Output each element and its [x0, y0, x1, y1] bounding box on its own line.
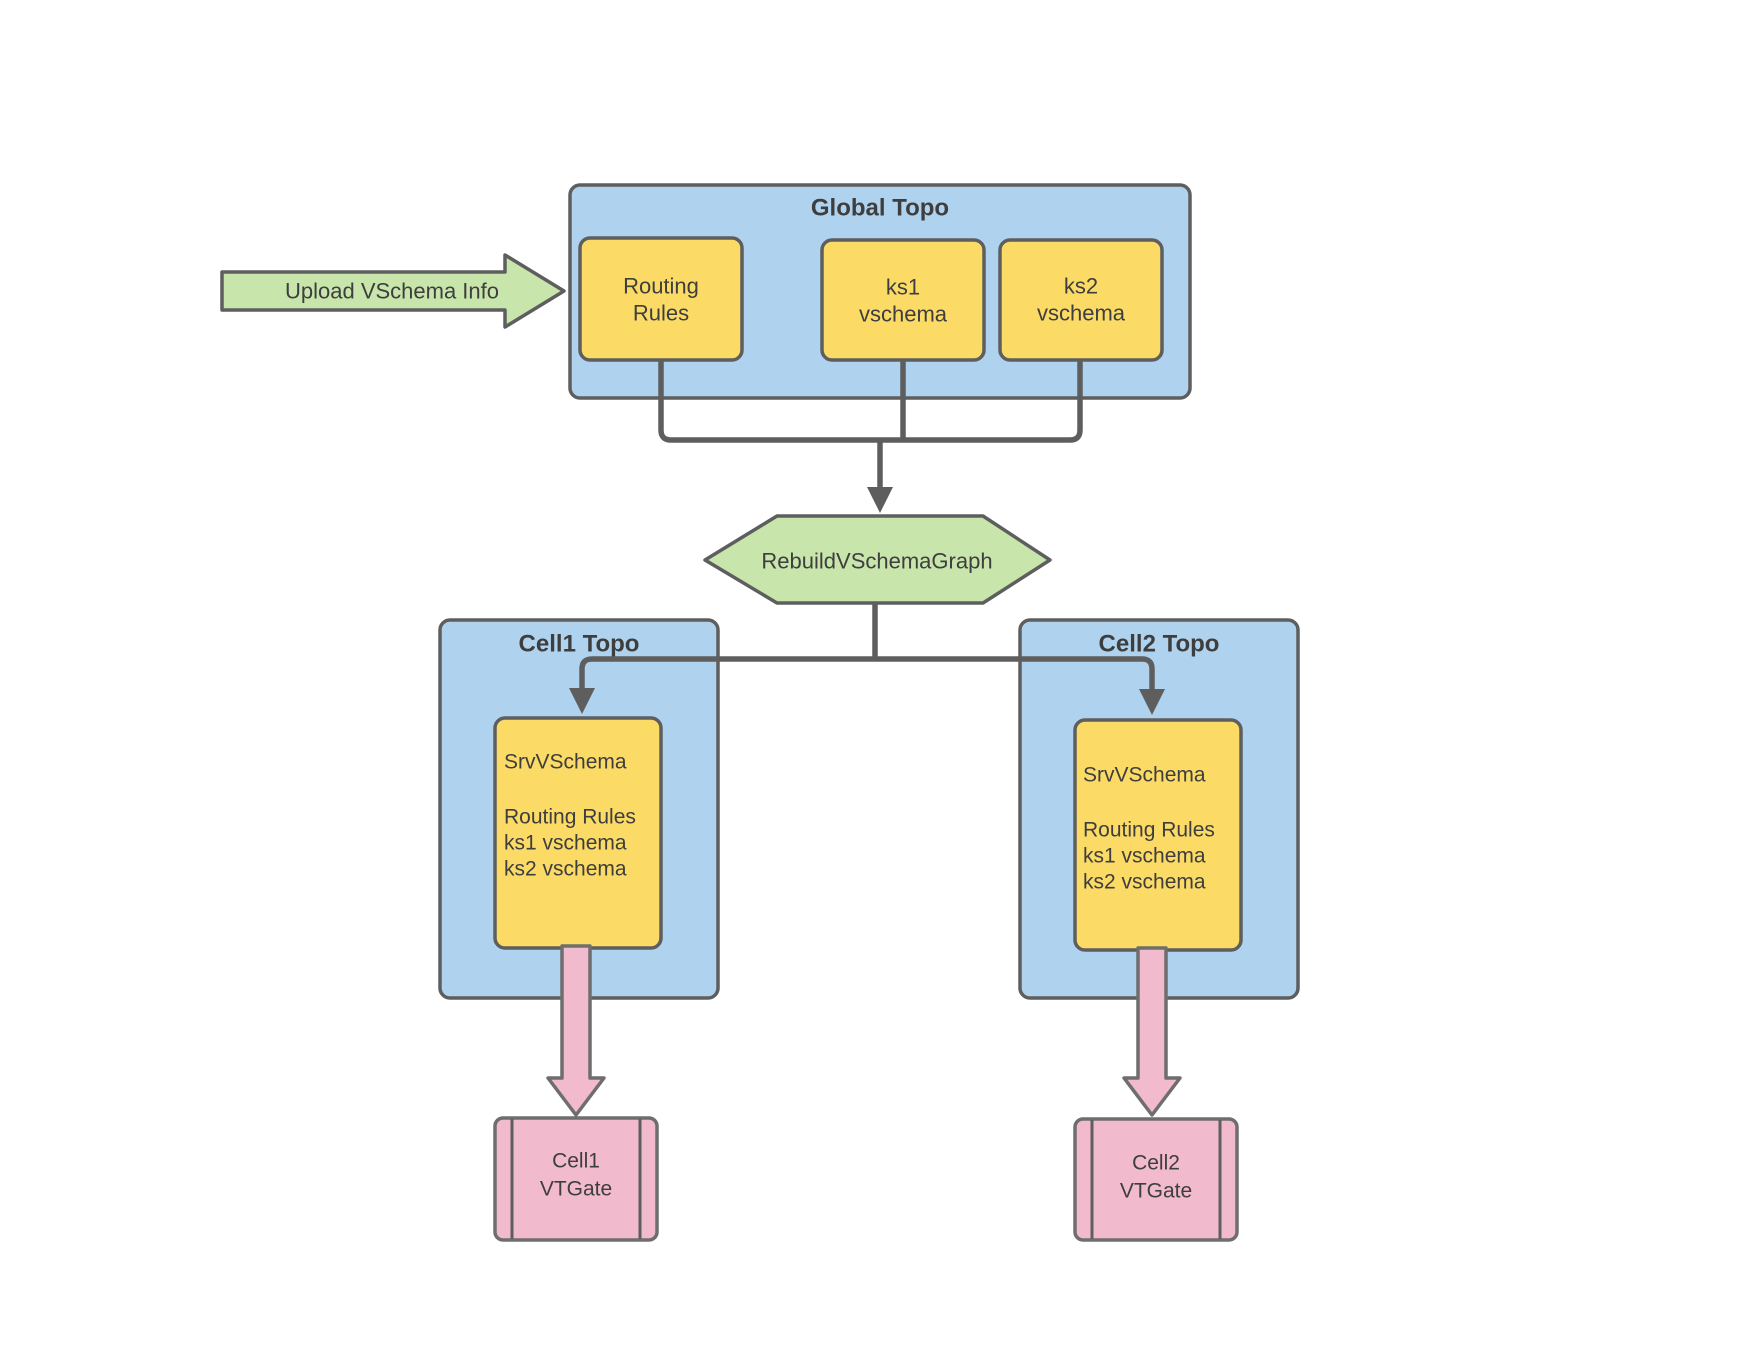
topo-to-rebuild-connector — [658, 360, 1083, 513]
global-topo-container: Global Topo Routing Rules ks1 vschema ks… — [568, 183, 1192, 400]
cell2-srvvschema-heading: SrvVSchema — [1083, 764, 1206, 787]
down-arrowhead — [569, 688, 595, 714]
upload-arrow-label: Upload VSchema Info — [285, 279, 499, 304]
ks2-vschema-node: ks2 vschema — [998, 238, 1164, 362]
down-arrowhead — [1139, 689, 1165, 715]
cell1-srvvschema-item: ks2 vschema — [504, 858, 627, 881]
cell1-vtgate-node: Cell1 VTGate — [493, 1116, 659, 1242]
cell1-vtgate-label: VTGate — [540, 1178, 612, 1201]
cell2-vtgate-node: Cell2 VTGate — [1073, 1117, 1239, 1242]
ks1-vschema-label: vschema — [859, 302, 948, 327]
cell2-srvvschema-item: ks1 vschema — [1083, 845, 1206, 868]
cell2-srvvschema-item: ks2 vschema — [1083, 871, 1206, 894]
routing-rules-label: Routing — [623, 274, 699, 299]
cell2-vtgate-arrow — [1122, 946, 1182, 1117]
ks2-vschema-label: vschema — [1037, 301, 1126, 326]
rebuild-vschema-label: RebuildVSchemaGraph — [761, 549, 992, 574]
cell2-vtgate-label: Cell2 — [1132, 1152, 1180, 1175]
cell1-vtgate-arrow — [546, 944, 606, 1117]
ks1-vschema-label: ks1 — [886, 275, 920, 300]
routing-rules-node: Routing Rules — [578, 236, 744, 362]
cell1-srvvschema-item: Routing Rules — [504, 806, 636, 829]
down-arrowhead — [867, 487, 893, 513]
cell1-srvvschema-node: SrvVSchema Routing Rules ks1 vschema ks2… — [493, 716, 663, 950]
cell1-topo-title: Cell1 Topo — [519, 631, 640, 658]
ks1-vschema-node: ks1 vschema — [820, 238, 986, 362]
cell2-srvvschema-node: SrvVSchema Routing Rules ks1 vschema ks2… — [1073, 718, 1243, 952]
upload-vschema-arrow: Upload VSchema Info — [220, 253, 566, 329]
cell1-srvvschema-heading: SrvVSchema — [504, 751, 627, 774]
ks2-vschema-label: ks2 — [1064, 274, 1098, 299]
rebuild-vschema-hexagon: RebuildVSchemaGraph — [703, 514, 1052, 605]
cell2-srvvschema-item: Routing Rules — [1083, 819, 1215, 842]
cell2-topo-title: Cell2 Topo — [1099, 631, 1220, 658]
right-arrow-shape — [220, 253, 566, 329]
cell2-vtgate-label: VTGate — [1120, 1180, 1192, 1203]
cell1-vtgate-label: Cell1 — [552, 1150, 600, 1173]
global-topo-title: Global Topo — [811, 195, 949, 222]
rebuild-to-cells-connector — [569, 603, 1165, 715]
routing-rules-label: Rules — [633, 301, 689, 326]
cell1-srvvschema-item: ks1 vschema — [504, 832, 627, 855]
hexagon-shape — [703, 514, 1052, 605]
